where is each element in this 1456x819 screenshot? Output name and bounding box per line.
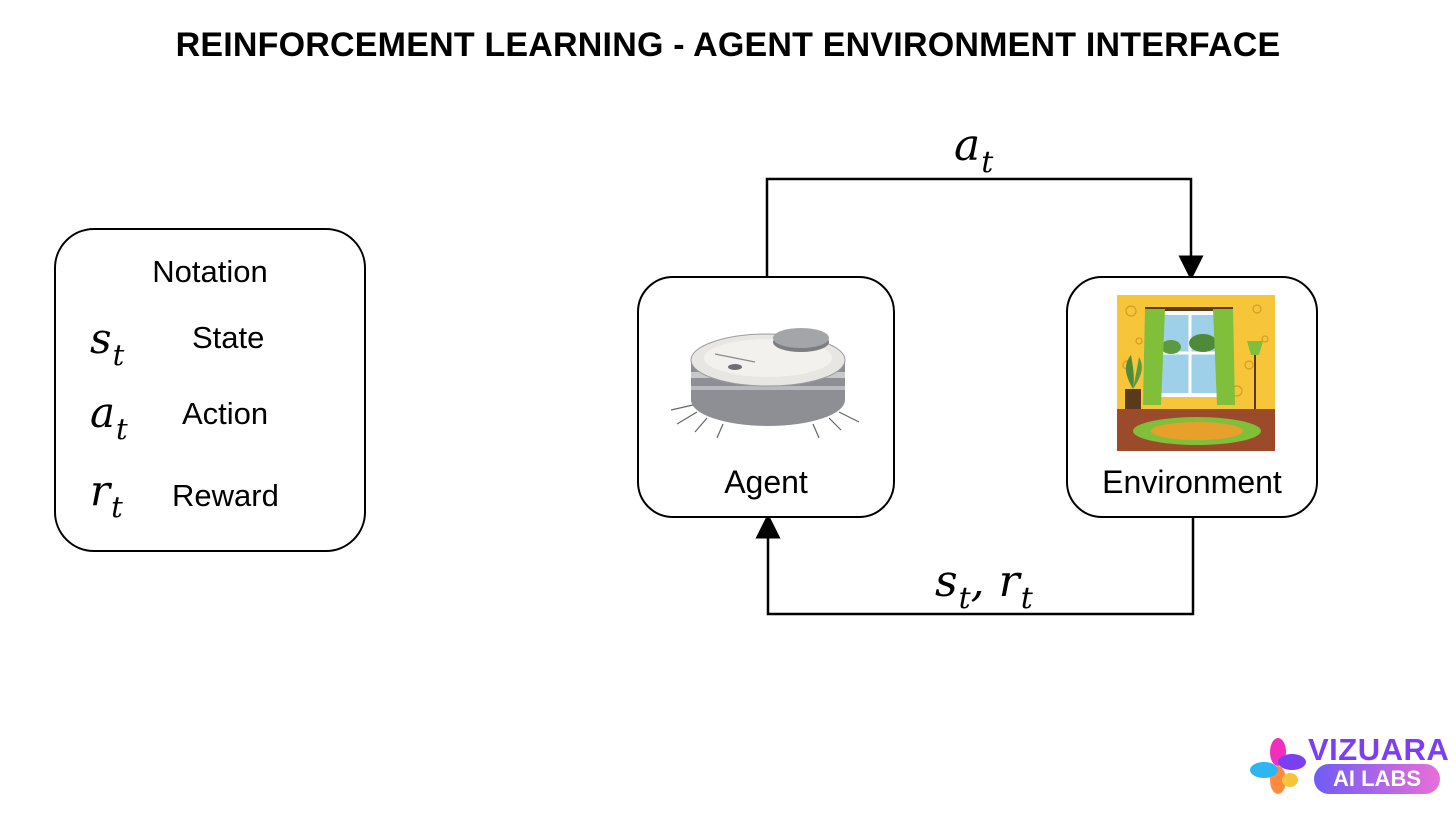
feedback-arrow-label: st, rt xyxy=(935,560,1033,604)
logo-badge-text: AI LABS xyxy=(1314,764,1440,794)
vizuara-logo: VIZUARA AI LABS xyxy=(1250,734,1446,796)
robot-vacuum-icon xyxy=(663,320,873,450)
action-arrow-label: at xyxy=(954,124,993,168)
environment-node: Environment xyxy=(1066,276,1318,518)
pinwheel-logo-icon xyxy=(1250,736,1306,796)
logo-wordmark: VIZUARA xyxy=(1308,732,1449,768)
logo-badge: AI LABS xyxy=(1314,764,1440,794)
room-scene-icon xyxy=(1117,295,1275,451)
agent-label: Agent xyxy=(639,464,893,501)
agent-node: Agent xyxy=(637,276,895,518)
action-arrow xyxy=(767,179,1191,276)
environment-label: Environment xyxy=(1068,464,1316,501)
